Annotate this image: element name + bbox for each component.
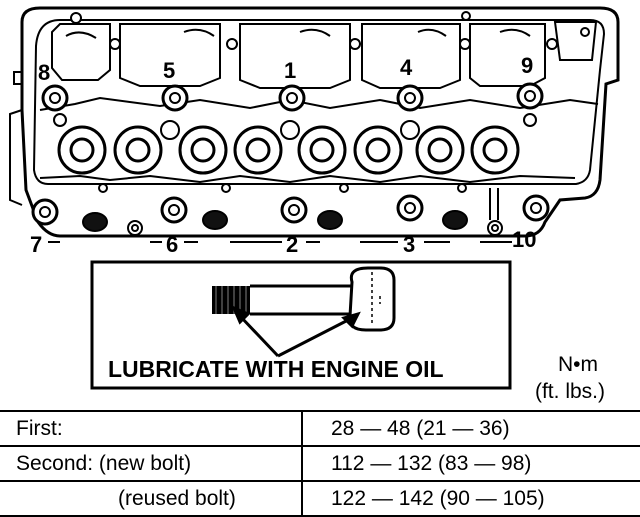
label-3: 3 [403, 232, 415, 257]
table-row: (reused bolt) 122 — 142 (90 — 105) [0, 480, 640, 517]
label-1: 1 [284, 58, 296, 83]
left-flange [9, 109, 23, 206]
upper-bolts [41, 82, 544, 112]
label-2: 2 [286, 232, 298, 257]
head-inner-outline [32, 19, 606, 185]
label-6: 6 [166, 232, 178, 257]
step-first: First: [16, 416, 63, 440]
cam-pockets [51, 21, 598, 89]
torque-table: First: 28 — 48 (21 — 36) Second: (new bo… [0, 410, 640, 517]
cylinder-head-diagram: 8 5 1 4 9 7 6 2 3 10 LUBRICATE WITH ENGI… [9, 6, 620, 390]
lower-sequence-labels: 7 6 2 3 10 [30, 227, 536, 257]
left-tab [13, 71, 22, 85]
step-second-new: Second: (new bolt) [16, 451, 192, 475]
label-9: 9 [521, 53, 533, 78]
torque-first: 28 — 48 (21 — 36) [331, 416, 510, 440]
lubrication-box [90, 260, 512, 390]
valve-band-bottom [39, 174, 576, 184]
unit-nm: N•m [557, 353, 598, 376]
lower-bolts [31, 194, 550, 226]
head-outline [20, 6, 620, 238]
lubrication-note: LUBRICATE WITH ENGINE OIL [108, 356, 444, 382]
lower-ports [82, 183, 503, 236]
torque-second-new: 112 — 132 (83 — 98) [331, 451, 532, 475]
top-wall-holes [70, 11, 590, 50]
upper-sequence-labels: 8 5 1 4 9 [38, 53, 533, 85]
valve-band-top [39, 96, 599, 111]
arrows [231, 305, 361, 358]
table-row: First: 28 — 48 (21 — 36) [0, 410, 640, 446]
unit-ft-lbs: (ft. lbs.) [534, 380, 605, 403]
label-8: 8 [38, 60, 50, 85]
label-7: 7 [30, 232, 42, 257]
lower-flange-lines [489, 188, 499, 220]
label-5: 5 [163, 58, 175, 83]
label-10: 10 [512, 227, 536, 252]
bolt-illustration [212, 266, 396, 332]
step-second-reused: (reused bolt) [118, 486, 236, 510]
torque-second-reused: 122 — 142 (90 — 105) [331, 486, 545, 510]
table-row: Second: (new bolt) 112 — 132 (83 — 98) [0, 445, 640, 481]
valve-seats [53, 113, 537, 175]
label-4: 4 [400, 55, 413, 80]
